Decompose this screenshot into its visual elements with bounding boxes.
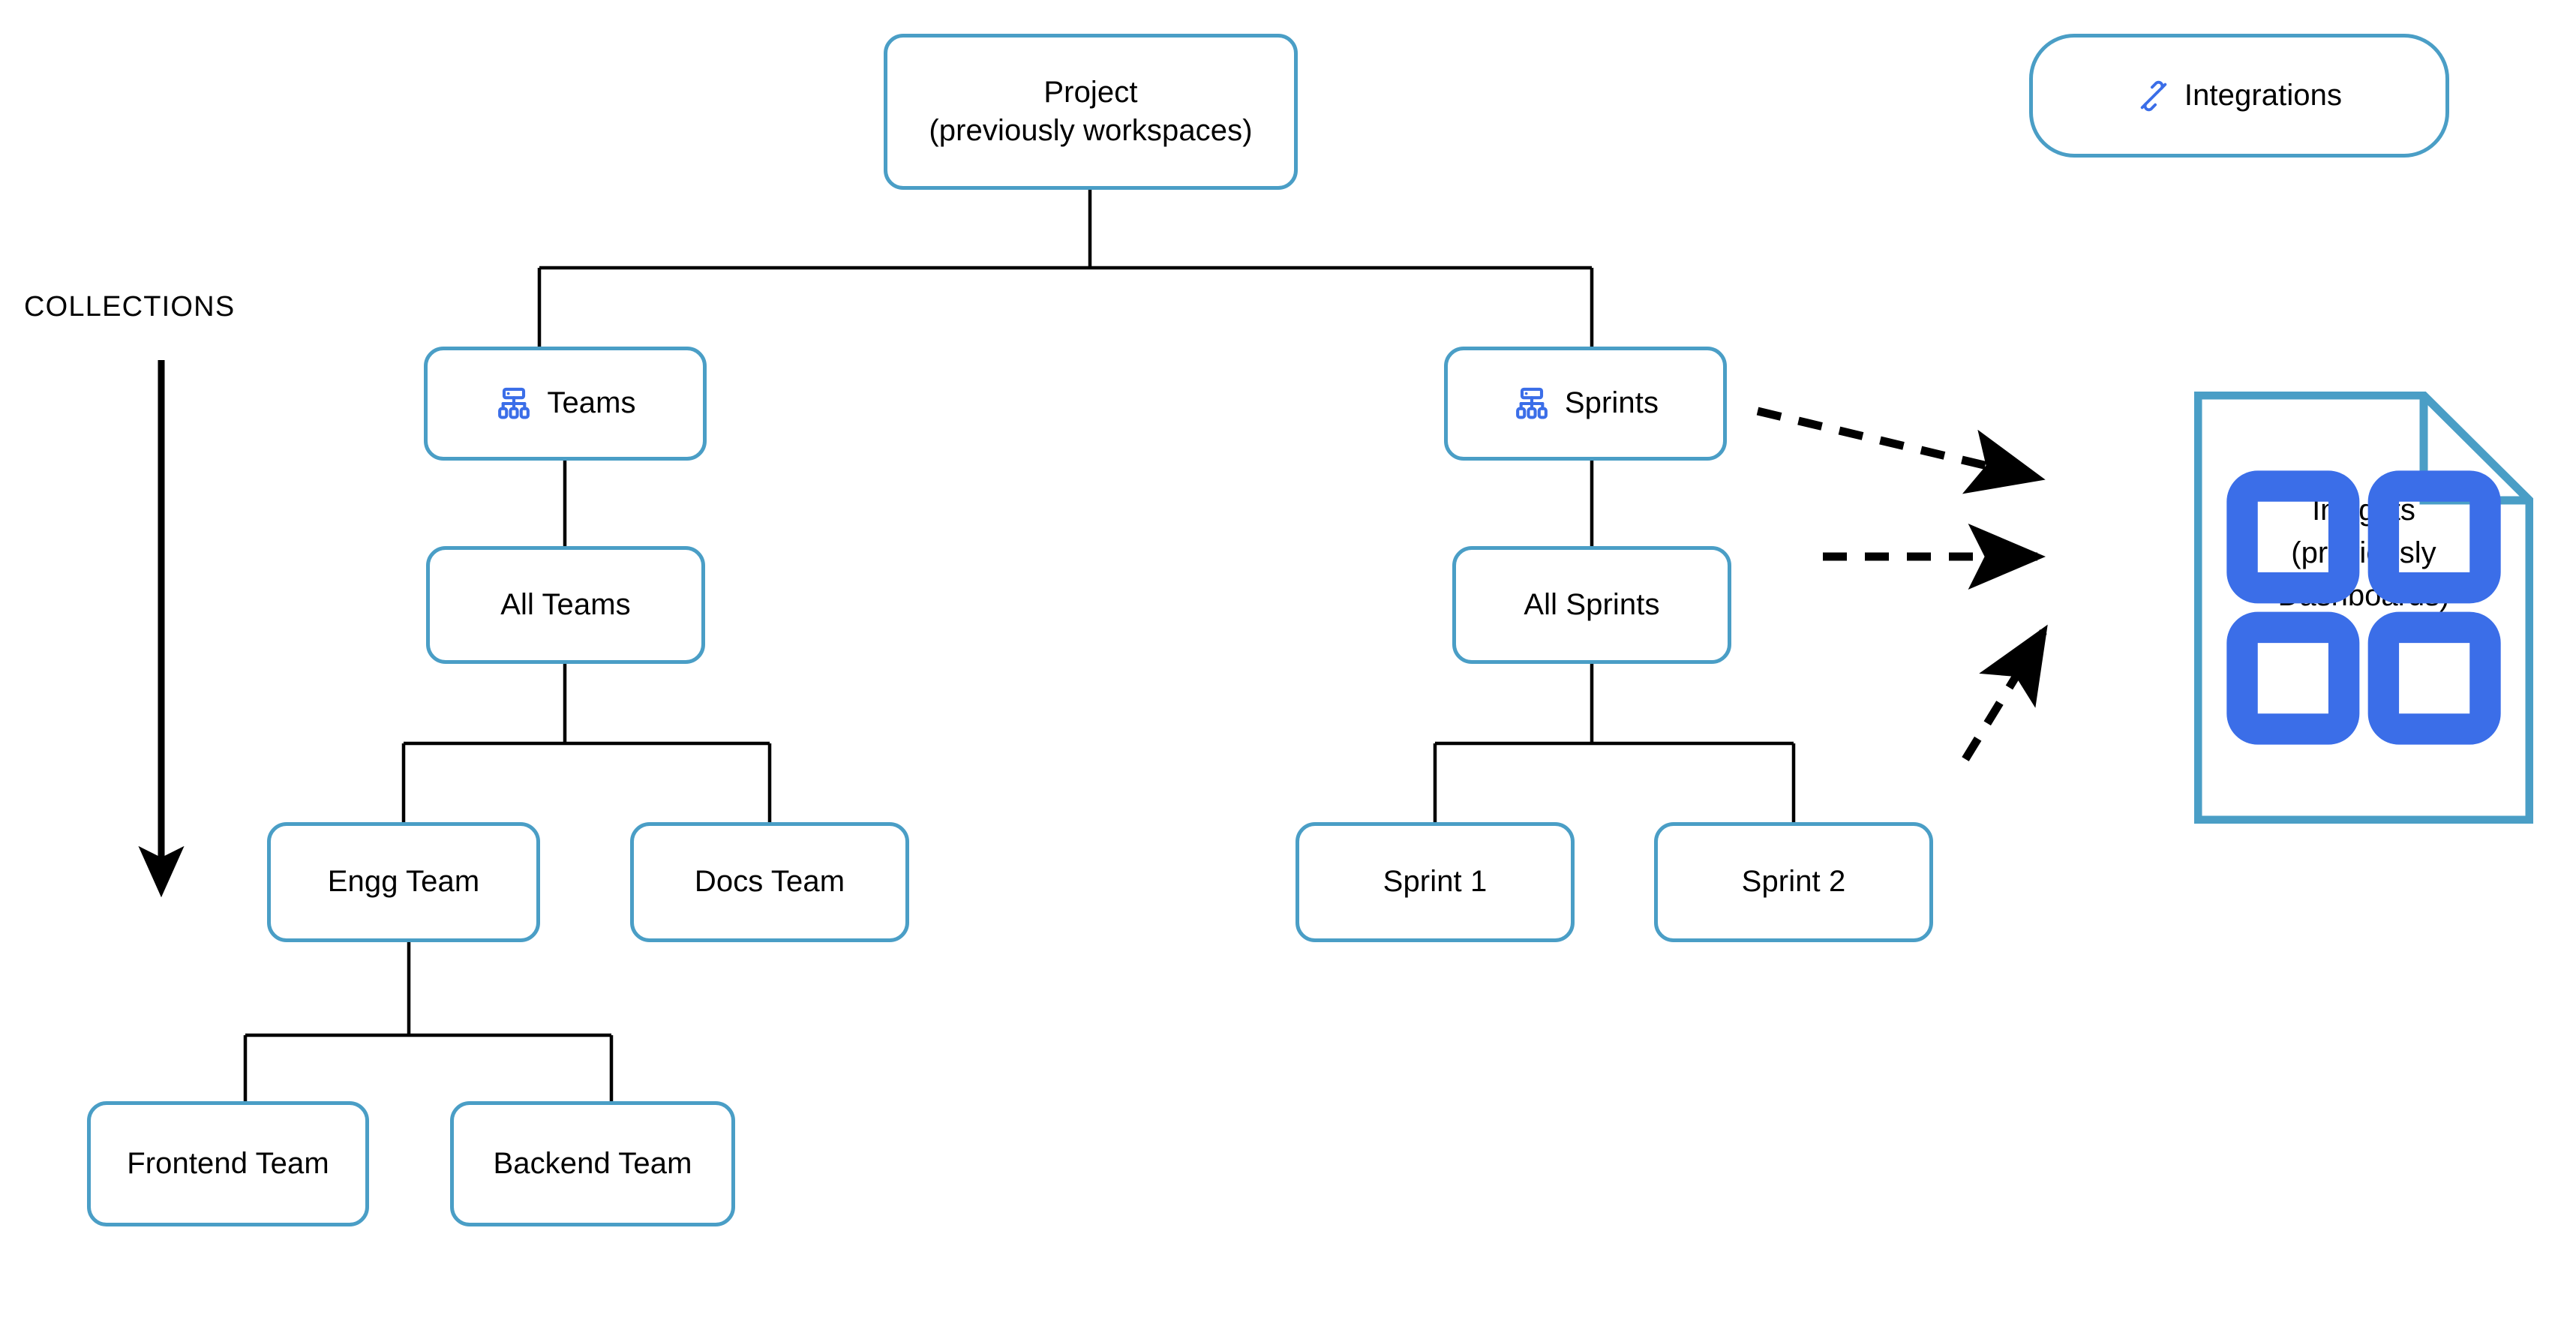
hierarchy-icon <box>494 384 533 423</box>
node-docs-team[interactable]: Docs Team <box>630 822 909 942</box>
node-all-teams[interactable]: All Teams <box>426 546 705 664</box>
node-project-label: Project (previously workspaces) <box>929 75 1253 147</box>
plug-connector-icon <box>2136 79 2171 113</box>
node-all-teams-label: All Teams <box>500 587 631 621</box>
node-insights[interactable]: Insights (previously Dashboards) <box>2194 392 2533 824</box>
node-sprints-label: Sprints <box>1564 386 1659 420</box>
node-sprint-1[interactable]: Sprint 1 <box>1296 822 1575 942</box>
node-sprint-2-label: Sprint 2 <box>1741 865 1846 899</box>
node-all-sprints-label: All Sprints <box>1524 587 1660 621</box>
collections-caption: COLLECTIONS <box>24 291 236 323</box>
node-sprint-1-label: Sprint 1 <box>1383 865 1488 899</box>
node-engg-team[interactable]: Engg Team <box>267 822 540 942</box>
node-integrations[interactable]: Integrations <box>2029 34 2449 158</box>
node-frontend-team[interactable]: Frontend Team <box>87 1101 369 1226</box>
node-integrations-label: Integrations <box>2184 78 2343 112</box>
node-backend-team[interactable]: Backend Team <box>450 1101 735 1226</box>
hierarchy-icon <box>1512 384 1551 423</box>
node-docs-team-label: Docs Team <box>694 865 845 899</box>
node-sprint-2[interactable]: Sprint 2 <box>1654 822 1933 942</box>
node-teams[interactable]: Teams <box>424 347 707 461</box>
node-backend-team-label: Backend Team <box>493 1146 692 1180</box>
node-frontend-team-label: Frontend Team <box>127 1146 329 1180</box>
node-sprints[interactable]: Sprints <box>1444 347 1727 461</box>
node-project[interactable]: Project (previously workspaces) <box>884 34 1298 190</box>
node-all-sprints[interactable]: All Sprints <box>1452 546 1731 664</box>
node-teams-label: Teams <box>547 386 636 420</box>
node-engg-team-label: Engg Team <box>327 865 480 899</box>
